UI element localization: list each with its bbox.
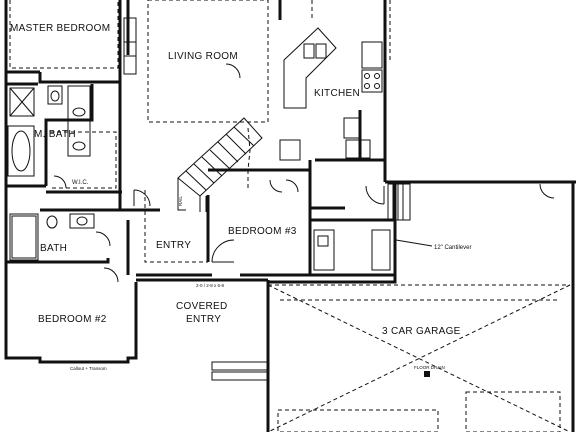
label-entry: ENTRY <box>156 240 191 251</box>
note-floor-drain: FLOOR DRAIN <box>414 365 445 370</box>
stairs <box>177 117 263 212</box>
dashed-lines <box>9 0 571 432</box>
label-walk-in-closet: W.I.C. <box>72 180 89 186</box>
kitchen-fixtures <box>279 27 383 161</box>
note-window: Callout + Transom <box>70 366 107 371</box>
exterior-walls <box>4 0 576 432</box>
note-rail: RAIL <box>178 195 183 206</box>
label-master-bedroom: MASTER BEDROOM <box>10 23 110 34</box>
doors <box>53 63 555 283</box>
misc-elements <box>123 17 430 381</box>
label-master-bath: M. BATH <box>34 129 76 140</box>
annotations: 12" Cantilever RAIL Callout + Transom FL… <box>70 195 471 371</box>
label-bedroom-2: BEDROOM #2 <box>38 314 107 325</box>
label-living-room: LIVING ROOM <box>168 51 238 62</box>
interior-walls <box>6 0 395 277</box>
label-covered-entry-2: ENTRY <box>186 314 221 325</box>
room-labels: MASTER BEDROOM LIVING ROOM KITCHEN M. BA… <box>10 23 461 337</box>
label-bath: BATH <box>40 243 67 254</box>
note-door: 2-0 / 2-8 x 6-8 <box>196 283 225 288</box>
note-cantilever: 12" Cantilever <box>434 245 471 251</box>
label-garage: 3 CAR GARAGE <box>382 326 461 337</box>
label-kitchen: KITCHEN <box>314 88 360 99</box>
label-covered-entry-1: COVERED <box>176 301 228 312</box>
label-bedroom-3: BEDROOM #3 <box>228 226 297 237</box>
bath-fixtures <box>7 85 95 261</box>
